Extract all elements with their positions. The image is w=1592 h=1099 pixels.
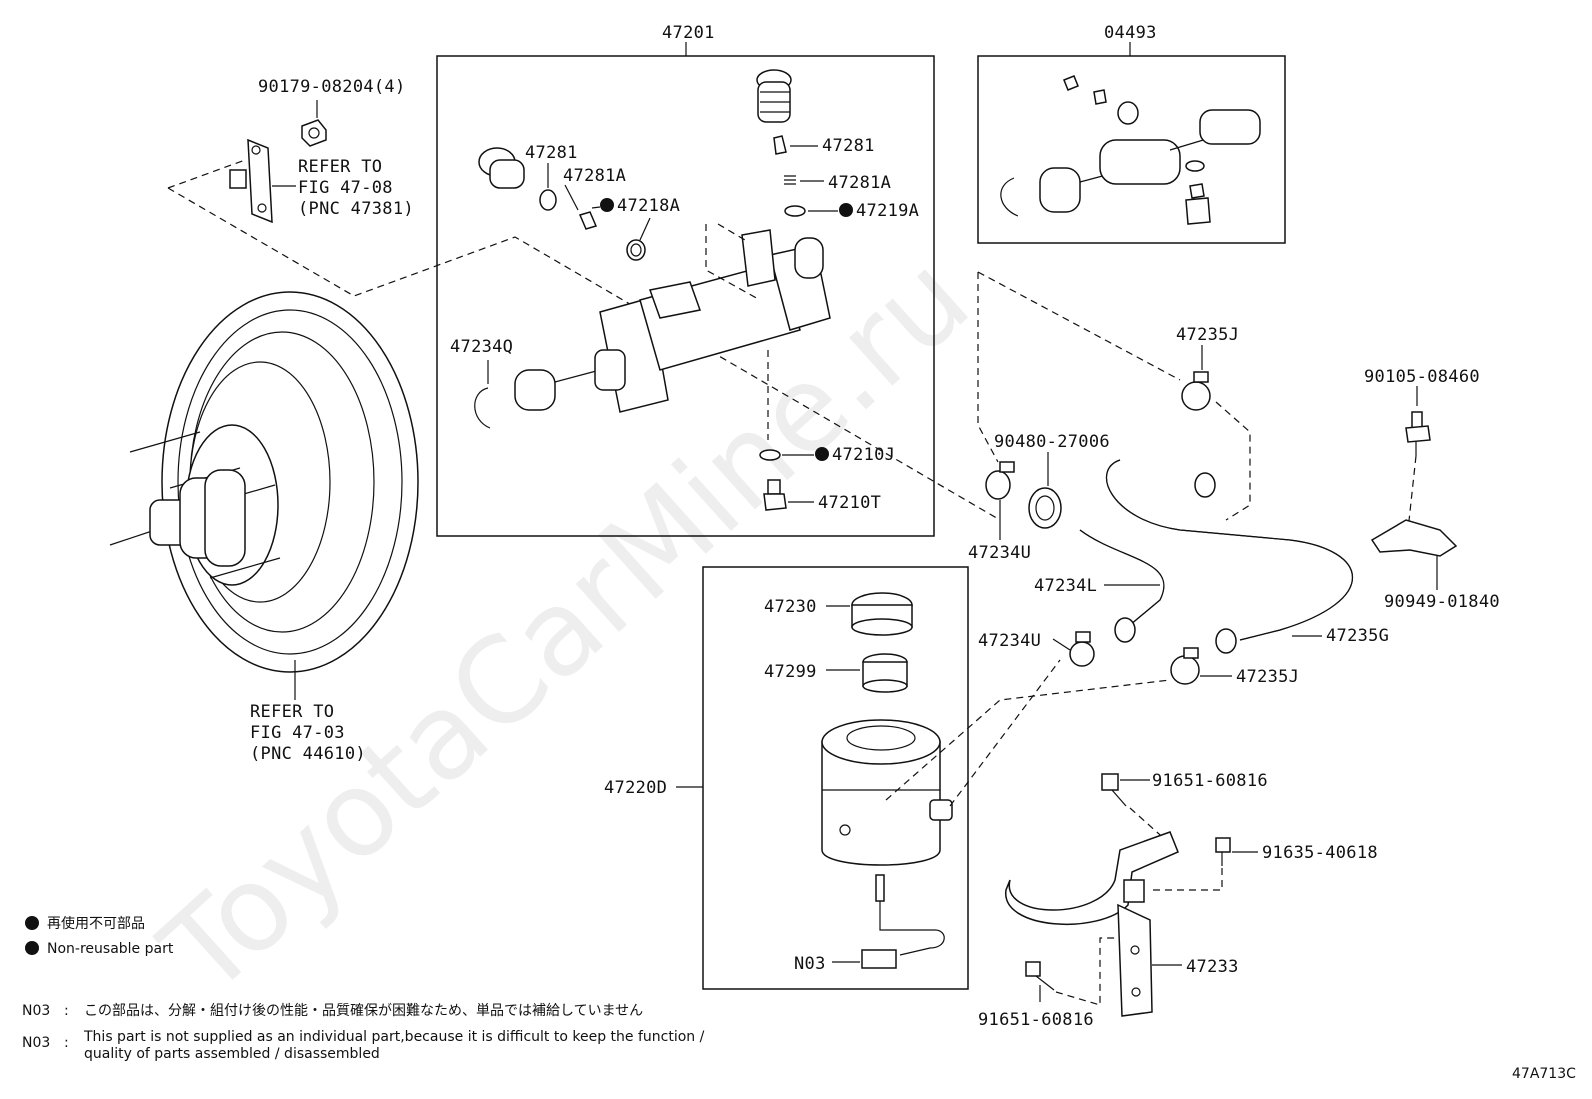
bolt-91651-lower: [1025, 961, 1055, 991]
master-cylinder-body: [599, 229, 831, 413]
legend-dot-en: [25, 941, 39, 955]
snap-ring-47234Q: [474, 387, 491, 429]
clamp-47235J-lower: [1170, 647, 1200, 685]
label-47281A-a: 47281A: [563, 166, 626, 186]
label-47219A: 47219A: [856, 201, 919, 221]
label-47230: 47230: [764, 597, 817, 617]
bolt-91651-upper: [1101, 773, 1127, 807]
label-47235G: 47235G: [1326, 626, 1389, 646]
label-90179: 90179-08204(4): [258, 77, 406, 97]
bolt-90105: [1405, 411, 1431, 456]
group-label-04493: 04493: [1104, 23, 1157, 43]
label-47234L: 47234L: [1034, 576, 1097, 596]
label-47210T: 47210T: [818, 493, 881, 513]
clamp-47235J-upper: [1181, 371, 1211, 411]
note-sep-2: :: [64, 1035, 69, 1051]
label-N03: N03: [794, 954, 826, 974]
label-47235J-bot: 47235J: [1236, 667, 1299, 687]
bolt-91635: [1215, 837, 1231, 866]
bracket-47233: [1005, 831, 1179, 1017]
label-90480: 90480-27006: [994, 432, 1110, 452]
label-47281-a: 47281: [525, 143, 578, 163]
reservoir-47220D: [821, 719, 953, 866]
label-47234U-a: 47234U: [968, 543, 1031, 563]
note-text-en-1: This part is not supplied as an individu…: [83, 1029, 705, 1045]
spring-47281A-right: [784, 175, 796, 185]
label-47235J-top: 47235J: [1176, 325, 1239, 345]
bracket-part: [229, 138, 273, 224]
note-sep-1: :: [64, 1003, 69, 1019]
group-box-04493: [977, 55, 1286, 244]
note-code-2: N03: [22, 1035, 50, 1051]
clamp-47234U-upper: [985, 461, 1015, 500]
legend-dot-jp: [25, 916, 39, 930]
label-47281A-b: 47281A: [828, 173, 891, 193]
ref-fig4708-line1: REFER TO: [298, 157, 382, 177]
ref-fig4708-line3: (PNC 47381): [298, 199, 414, 219]
label-91651-a: 91651-60816: [1152, 771, 1268, 791]
seal-ring-47218A: [626, 239, 646, 261]
hose-47234L: [1079, 529, 1165, 643]
plug-47281-left: [478, 147, 525, 189]
clip-90949: [1370, 519, 1458, 557]
label-47299: 47299: [764, 662, 817, 682]
strainer-47299: [862, 653, 908, 693]
clamp-47234U-lower: [1069, 631, 1095, 667]
plug-47281-right: [756, 69, 792, 123]
label-91651-b: 91651-60816: [978, 1010, 1094, 1030]
fitting-47281-right: [773, 135, 787, 155]
bolt-47210T: [763, 479, 787, 511]
label-47234U-b: 47234U: [978, 631, 1041, 651]
label-90105: 90105-08460: [1364, 367, 1480, 387]
nut-90179: [301, 119, 327, 147]
ref-fig4708-line2: FIG 47-08: [298, 178, 393, 198]
ref-fig4703-line1: REFER TO: [250, 702, 334, 722]
ref-fig4703-line3: (PNC 44610): [250, 744, 366, 764]
grommet-47281-small: [539, 189, 557, 211]
label-90949: 90949-01840: [1384, 592, 1500, 612]
label-47210J: 47210J: [832, 445, 895, 465]
legend-en: Non-reusable part: [47, 941, 174, 957]
group-label-47201: 47201: [662, 23, 715, 43]
cap-47230: [851, 592, 913, 636]
ref-fig4703-line2: FIG 47-03: [250, 723, 345, 743]
label-47234Q: 47234Q: [450, 337, 513, 357]
label-47233: 47233: [1186, 957, 1239, 977]
hose-47235G: [1105, 459, 1354, 654]
label-47218A: 47218A: [617, 196, 680, 216]
kit-04493-parts: [1000, 75, 1261, 225]
note-text-en-2: quality of parts assembled / disassemble…: [84, 1046, 380, 1062]
note-text-jp: この部品は、分解・組付け後の性能・品質確保が困難なため、単品では補給していません: [84, 1003, 643, 1019]
note-code-1: N03: [22, 1003, 50, 1019]
brake-booster: [109, 291, 419, 673]
sensor-N03: [861, 874, 945, 969]
washer-47210J: [759, 449, 781, 461]
legend-jp: 再使用不可部品: [47, 915, 145, 932]
group-box-reservoir: [702, 566, 969, 990]
bolt-47281A-left: [578, 211, 598, 230]
label-47281-b: 47281: [822, 136, 875, 156]
grommet-90480: [1028, 487, 1062, 529]
label-91635: 91635-40618: [1262, 843, 1378, 863]
washer-47219A: [784, 205, 806, 217]
piston-assembly: [514, 349, 626, 411]
figure-id: 47A713C: [1512, 1066, 1576, 1082]
label-47220D: 47220D: [604, 778, 667, 798]
